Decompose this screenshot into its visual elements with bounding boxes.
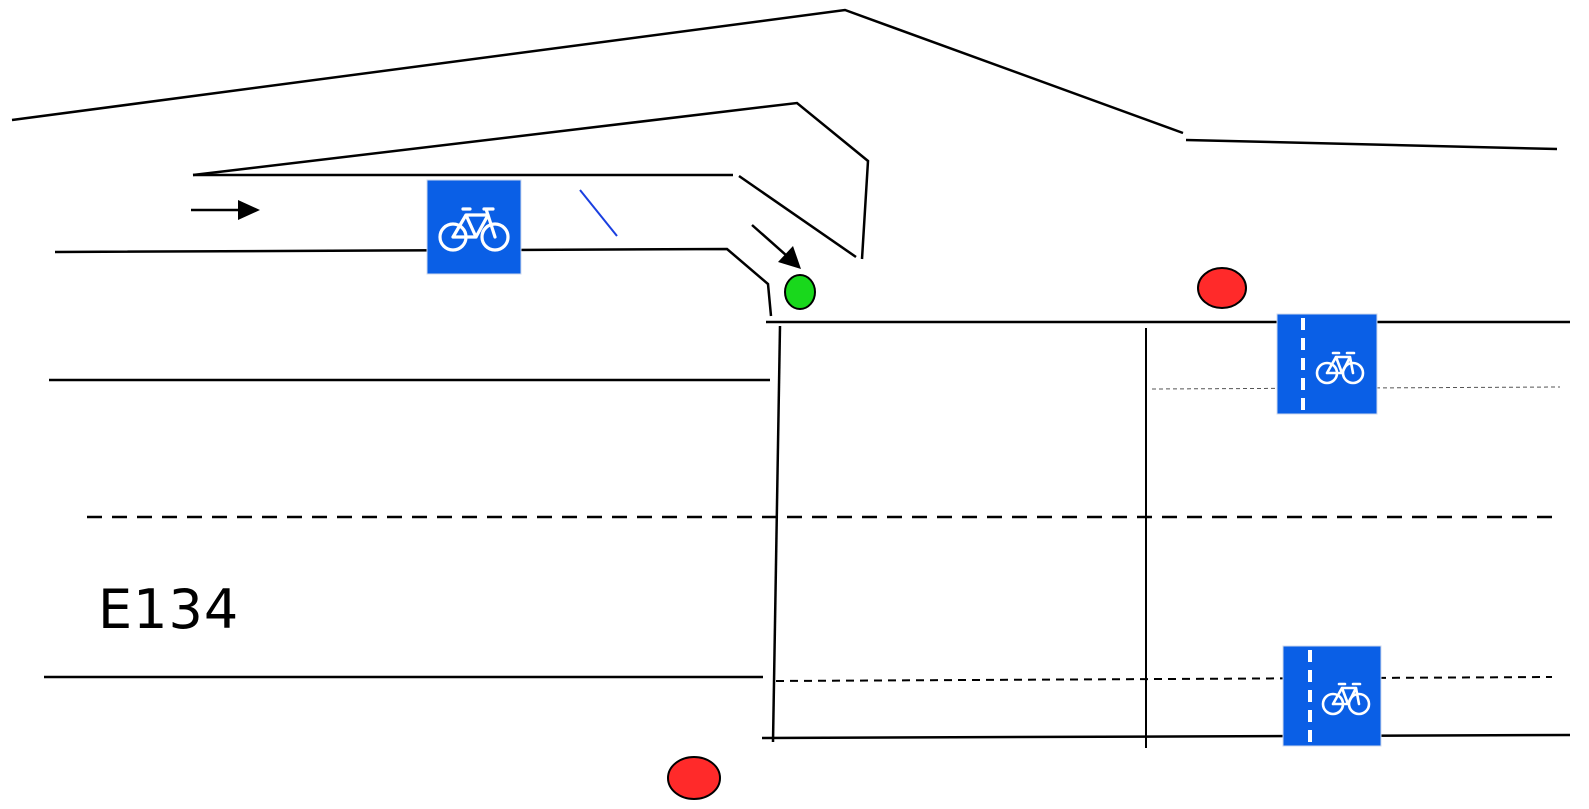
upper-road-outline [11, 8, 1558, 260]
direction-arrow-turn-icon [751, 224, 801, 269]
blue-annotation-line [579, 189, 618, 237]
red-signal-icon [667, 756, 721, 800]
green-signal-icon [784, 274, 816, 310]
shared-bicycle-lane-sign-icon [1276, 313, 1378, 415]
road-label: E134 [98, 578, 240, 641]
red-signal-icon [1197, 267, 1247, 309]
junction-lines [44, 320, 1571, 748]
direction-arrow-right-icon [191, 200, 260, 220]
shared-bicycle-lane-sign-icon [1282, 645, 1382, 747]
cycle-path-edge [54, 247, 773, 317]
lane-markings [87, 386, 1561, 682]
bicycle-path-sign-icon [426, 179, 522, 275]
